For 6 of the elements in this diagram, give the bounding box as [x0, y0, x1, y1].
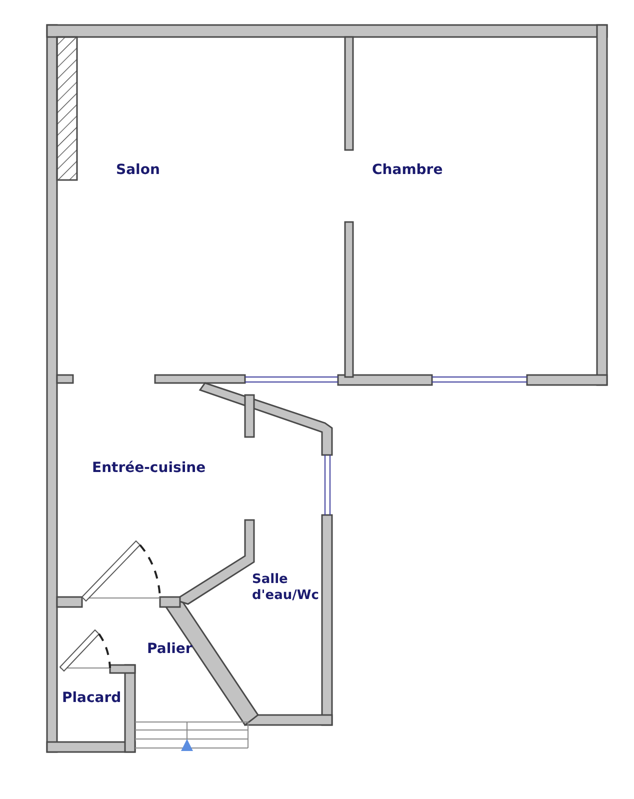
room-label: Salon [116, 161, 160, 180]
room-label: Chambre [372, 161, 443, 180]
room-label: Palier [147, 640, 192, 659]
room-label: Placard [62, 689, 122, 708]
room-label: Salle d'eau/Wc [252, 572, 316, 604]
room-label: Entrée-cuisine [92, 459, 206, 478]
